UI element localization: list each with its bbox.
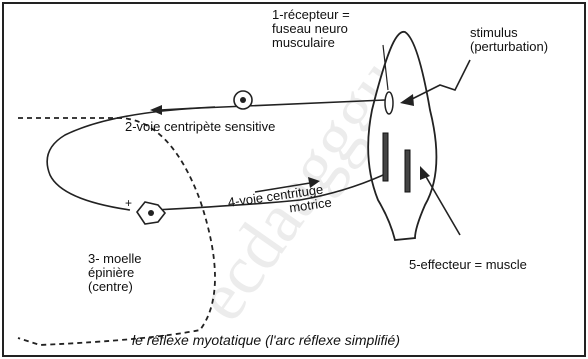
- sensory-ganglion-nucleus: [240, 97, 246, 103]
- spinal-cord-label-line3: (centre): [88, 280, 141, 294]
- receptor-spindle: [385, 92, 393, 114]
- stimulus-label-line2: (perturbation): [470, 40, 548, 54]
- spinal-cord-label-line2: épinière: [88, 266, 141, 280]
- sensory-pathway-label: 2-voie centripète sensitive: [125, 120, 275, 134]
- motor-neuron-nucleus: [148, 210, 154, 216]
- muscle-outline: [368, 32, 436, 240]
- receptor-label: 1-récepteur = fuseau neuro musculaire: [272, 8, 350, 50]
- plus-sign: +: [125, 196, 132, 210]
- receptor-label-line3: musculaire: [272, 36, 350, 50]
- spinal-cord-label-line1: 3- moelle: [88, 252, 141, 266]
- stimulus-label-line1: stimulus: [470, 26, 548, 40]
- muscle-fiber-2: [405, 150, 410, 192]
- effector-label: 5-effecteur = muscle: [409, 258, 527, 272]
- sensory-arrow-head: [150, 105, 162, 115]
- spinal-cord-label: 3- moelle épinière (centre): [88, 252, 141, 294]
- receptor-label-line1: 1-récepteur =: [272, 8, 350, 22]
- stimulus-label: stimulus (perturbation): [470, 26, 548, 54]
- spinal-cord-outline: [18, 118, 215, 345]
- sensory-pathway: [47, 100, 385, 210]
- figure-caption: le réflexe myotatique (l'arc réflexe sim…: [132, 332, 400, 348]
- effector-arrow-line: [425, 175, 460, 235]
- muscle-fiber-1: [383, 133, 388, 181]
- figure-border: [3, 3, 585, 356]
- receptor-label-line2: fuseau neuro: [272, 22, 350, 36]
